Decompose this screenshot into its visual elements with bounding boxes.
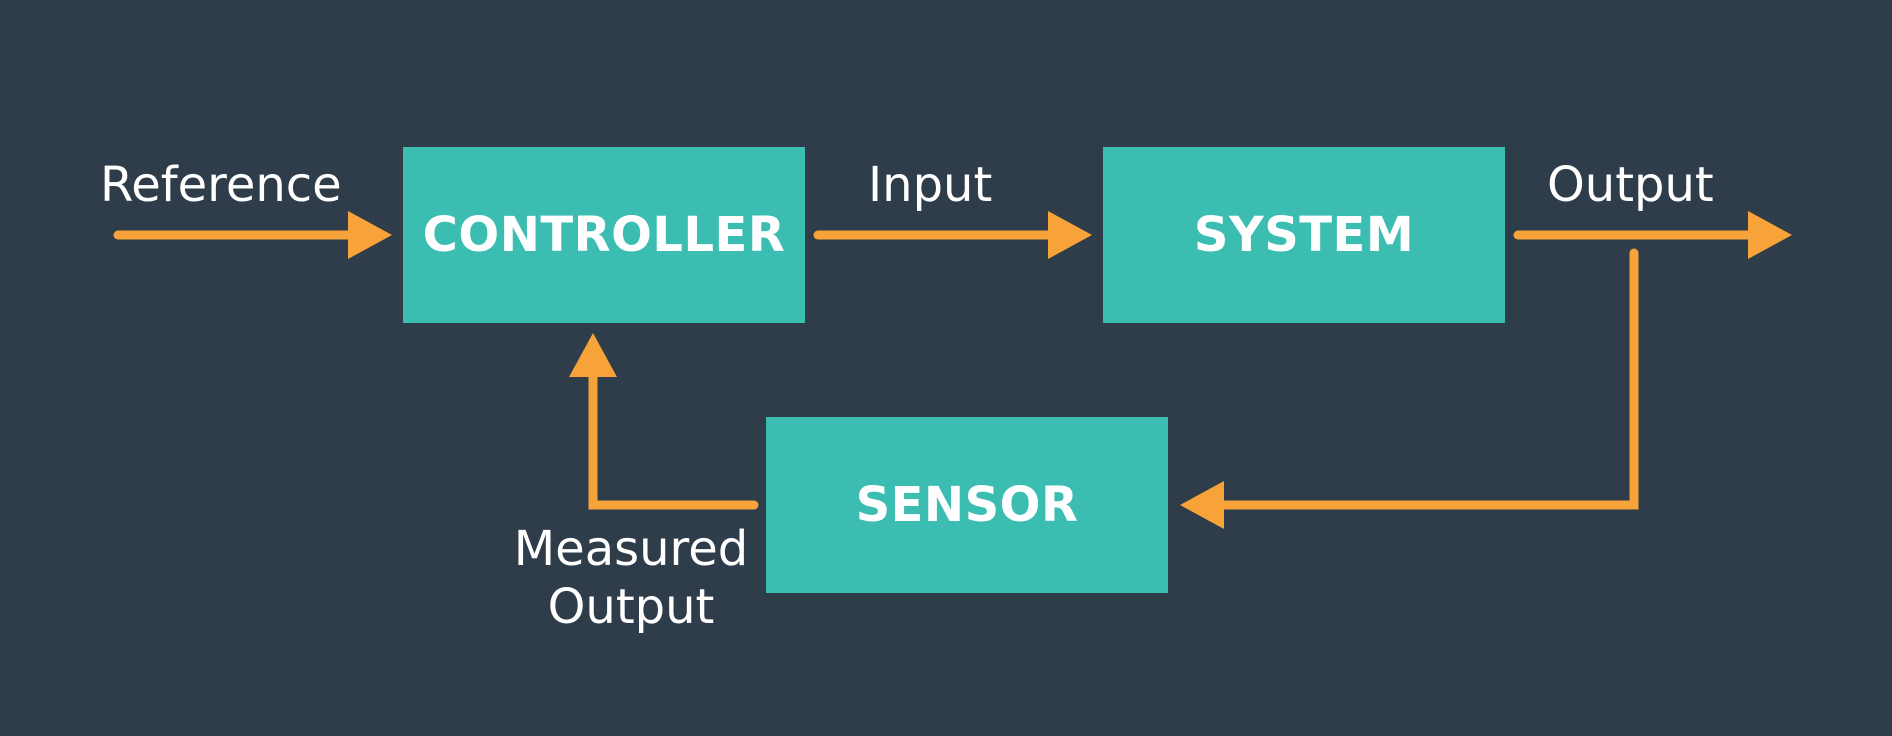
system-label: SYSTEM (1193, 207, 1415, 263)
controller-label: CONTROLLER (422, 207, 786, 263)
sensor-label: SENSOR (855, 477, 1079, 533)
output-arrowhead-icon (1748, 211, 1792, 259)
controller-block-shape (403, 147, 805, 323)
measured-output-line2: Output (547, 579, 715, 635)
sensor-block-shape (766, 417, 1168, 593)
system-block-shape (1103, 147, 1505, 323)
sensor-arrowhead-icon (1180, 481, 1224, 529)
controller-block: CONTROLLER (403, 147, 805, 323)
controller-feedback-arrowhead-icon (569, 333, 617, 377)
measured-output-label: Measured Output (500, 520, 762, 636)
reference-label: Reference (100, 157, 342, 213)
output-label: Output (1547, 157, 1714, 213)
sensor-block: SENSOR (766, 417, 1168, 593)
reference-arrowhead-icon (348, 211, 392, 259)
feedback-branch-line (1217, 248, 1639, 510)
input-label: Input (868, 157, 993, 213)
measured-output-line1: Measured (513, 521, 749, 577)
input-arrowhead-icon (1048, 211, 1092, 259)
measured-output-line (588, 370, 759, 510)
system-block: SYSTEM (1103, 147, 1505, 323)
